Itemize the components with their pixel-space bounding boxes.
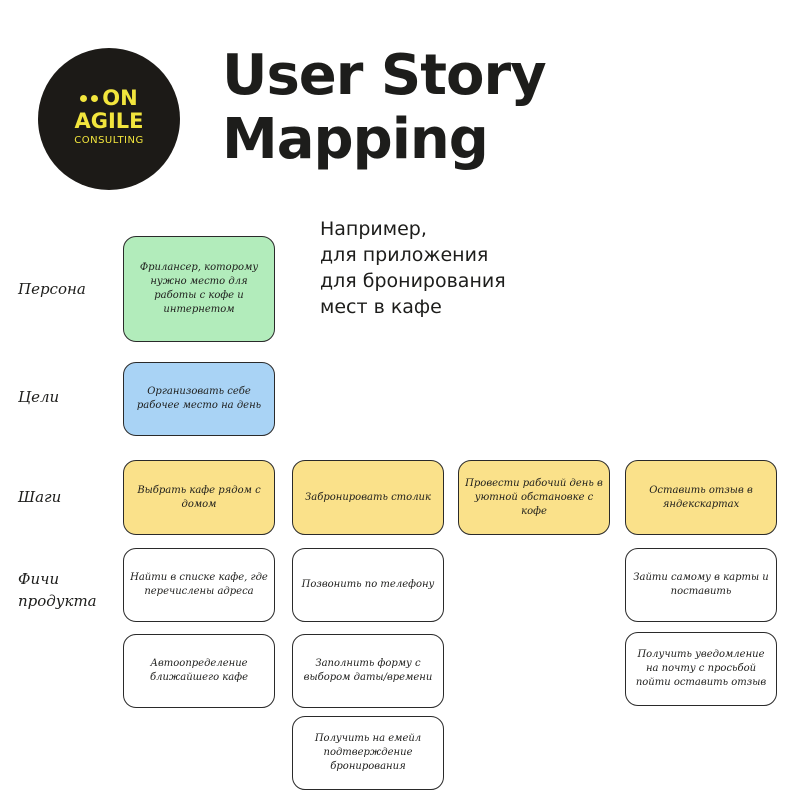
logo-badge: ON AGILE CONSULTING xyxy=(38,48,180,190)
feature-card: Получить уведомление на почту с просьбой… xyxy=(625,632,777,706)
row-label-persona: Персона xyxy=(18,280,86,298)
feature-card: Получить на емейл подтверждение брониров… xyxy=(292,716,444,790)
row-label-features: Фичи продукта xyxy=(18,568,97,612)
example-line-3: для бронирования xyxy=(320,270,506,292)
logo-top-row: ON xyxy=(80,86,138,110)
example-caption: Например, для приложения для бронировани… xyxy=(320,216,506,320)
step-card: Забронировать столик xyxy=(292,460,444,535)
row-label-features-line-2: продукта xyxy=(18,592,97,610)
example-line-4: мест в кафе xyxy=(320,296,442,318)
feature-card: Найти в списке кафе, где перечислены адр… xyxy=(123,548,275,622)
example-line-2: для приложения xyxy=(320,244,489,266)
logo-text-agile: AGILE xyxy=(74,109,144,133)
feature-card: Заполнить форму с выбором даты/времени xyxy=(292,634,444,708)
title-line-2: Mapping xyxy=(222,107,489,172)
feature-card: Автоопределение ближайшего кафе xyxy=(123,634,275,708)
page-title: User Story Mapping xyxy=(222,43,547,172)
logo-dots-icon xyxy=(80,94,99,102)
row-label-goals: Цели xyxy=(18,388,60,406)
row-label-features-line-1: Фичи xyxy=(18,570,60,588)
step-card: Провести рабочий день в уютной обстановк… xyxy=(458,460,610,535)
example-line-1: Например, xyxy=(320,218,427,240)
logo-text-consulting: CONSULTING xyxy=(74,135,144,146)
step-card: Выбрать кафе рядом с домом xyxy=(123,460,275,535)
step-card: Оставить отзыв в яндекскартах xyxy=(625,460,777,535)
title-line-1: User Story xyxy=(222,43,547,108)
feature-card: Зайти самому в карты и поставить xyxy=(625,548,777,622)
persona-card: Фрилансер, которому нужно место для рабо… xyxy=(123,236,275,342)
goal-card: Организовать себе рабочее место на день xyxy=(123,362,275,436)
feature-card: Позвонить по телефону xyxy=(292,548,444,622)
logo-text-on: ON xyxy=(102,86,138,110)
row-label-steps: Шаги xyxy=(18,488,62,506)
